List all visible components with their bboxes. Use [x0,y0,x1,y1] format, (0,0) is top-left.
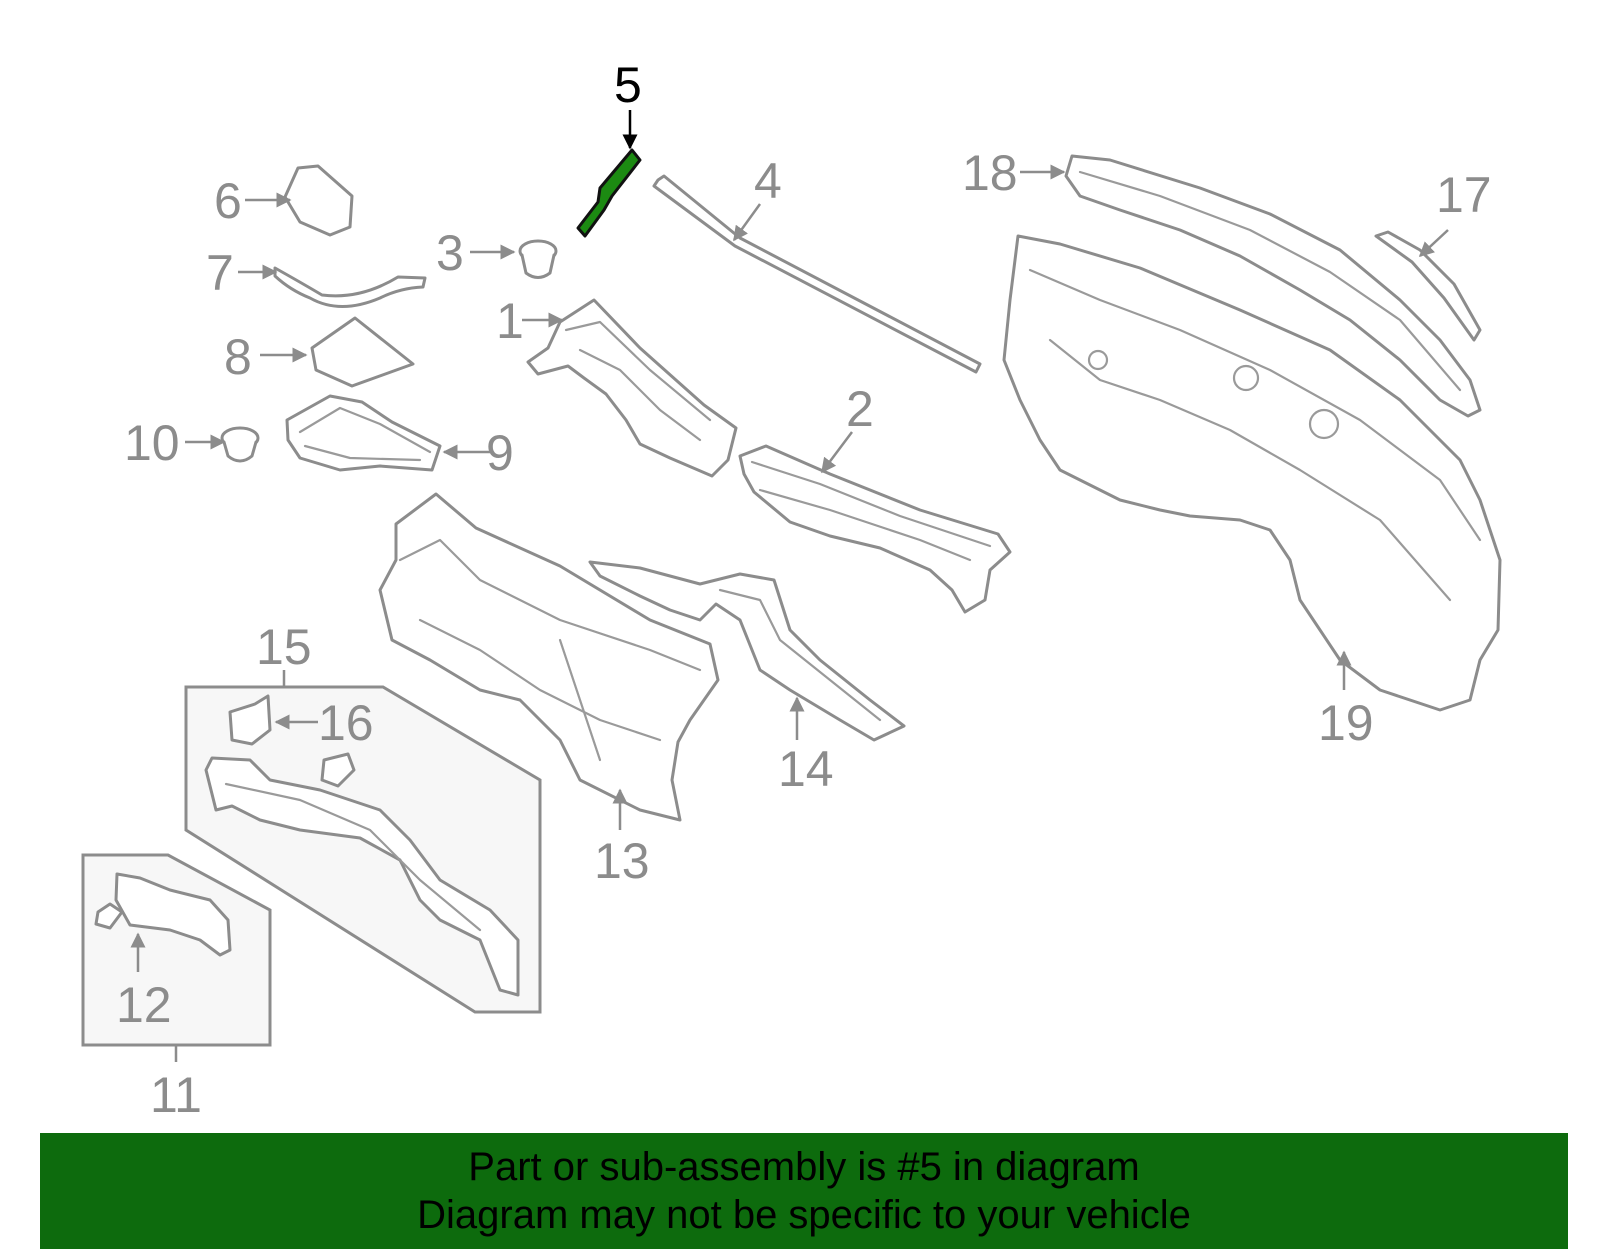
info-banner: Part or sub-assembly is #5 in diagram Di… [40,1133,1568,1249]
banner-line-1: Part or sub-assembly is #5 in diagram [468,1145,1140,1189]
callout-2[interactable]: 2 [846,381,874,437]
part-6[interactable] [283,164,354,237]
callout-13[interactable]: 13 [594,833,650,889]
callout-12[interactable]: 12 [116,977,172,1033]
part-17[interactable] [1374,230,1482,342]
part-4[interactable] [652,174,982,374]
callout-3[interactable]: 3 [436,225,464,281]
part-10[interactable] [220,426,260,463]
banner-line-2: Diagram may not be specific to your vehi… [417,1193,1191,1237]
callout-17[interactable]: 17 [1436,167,1492,223]
part-18[interactable] [1064,154,1482,418]
part-19[interactable] [1002,234,1502,712]
callout-14[interactable]: 14 [778,741,834,797]
callout-5[interactable]: 5 [614,57,642,113]
group-box-15 [184,685,542,1014]
part-12-clip[interactable] [94,902,124,930]
part-5-highlighted[interactable] [576,148,642,238]
callout-11[interactable]: 11 [150,1067,202,1123]
group-box-11 [81,853,272,1047]
part-3[interactable] [518,239,558,279]
part-1[interactable] [526,298,738,478]
callout-7[interactable]: 7 [206,245,234,301]
part-15-clip[interactable] [320,752,356,788]
callout-1[interactable]: 1 [496,293,524,349]
parts-diagram: 5 6 7 3 1 8 10 9 4 2 18 17 19 14 13 15 1… [81,57,1502,1123]
part-13[interactable] [378,492,720,822]
part-16[interactable] [228,694,272,746]
callout-4[interactable]: 4 [754,153,782,209]
part-2[interactable] [738,444,1012,614]
callout-9[interactable]: 9 [486,425,514,481]
part-15[interactable] [204,756,520,997]
callout-6[interactable]: 6 [214,173,242,229]
part-12[interactable] [114,872,232,957]
callout-10[interactable]: 10 [124,415,180,471]
callout-8[interactable]: 8 [224,329,252,385]
part-8[interactable] [310,316,415,388]
callout-18[interactable]: 18 [962,145,1018,201]
part-14[interactable] [588,560,906,742]
callout-19[interactable]: 19 [1318,695,1374,751]
part-7[interactable] [273,266,427,308]
callout-16[interactable]: 16 [318,695,374,751]
callout-15[interactable]: 15 [256,619,312,675]
